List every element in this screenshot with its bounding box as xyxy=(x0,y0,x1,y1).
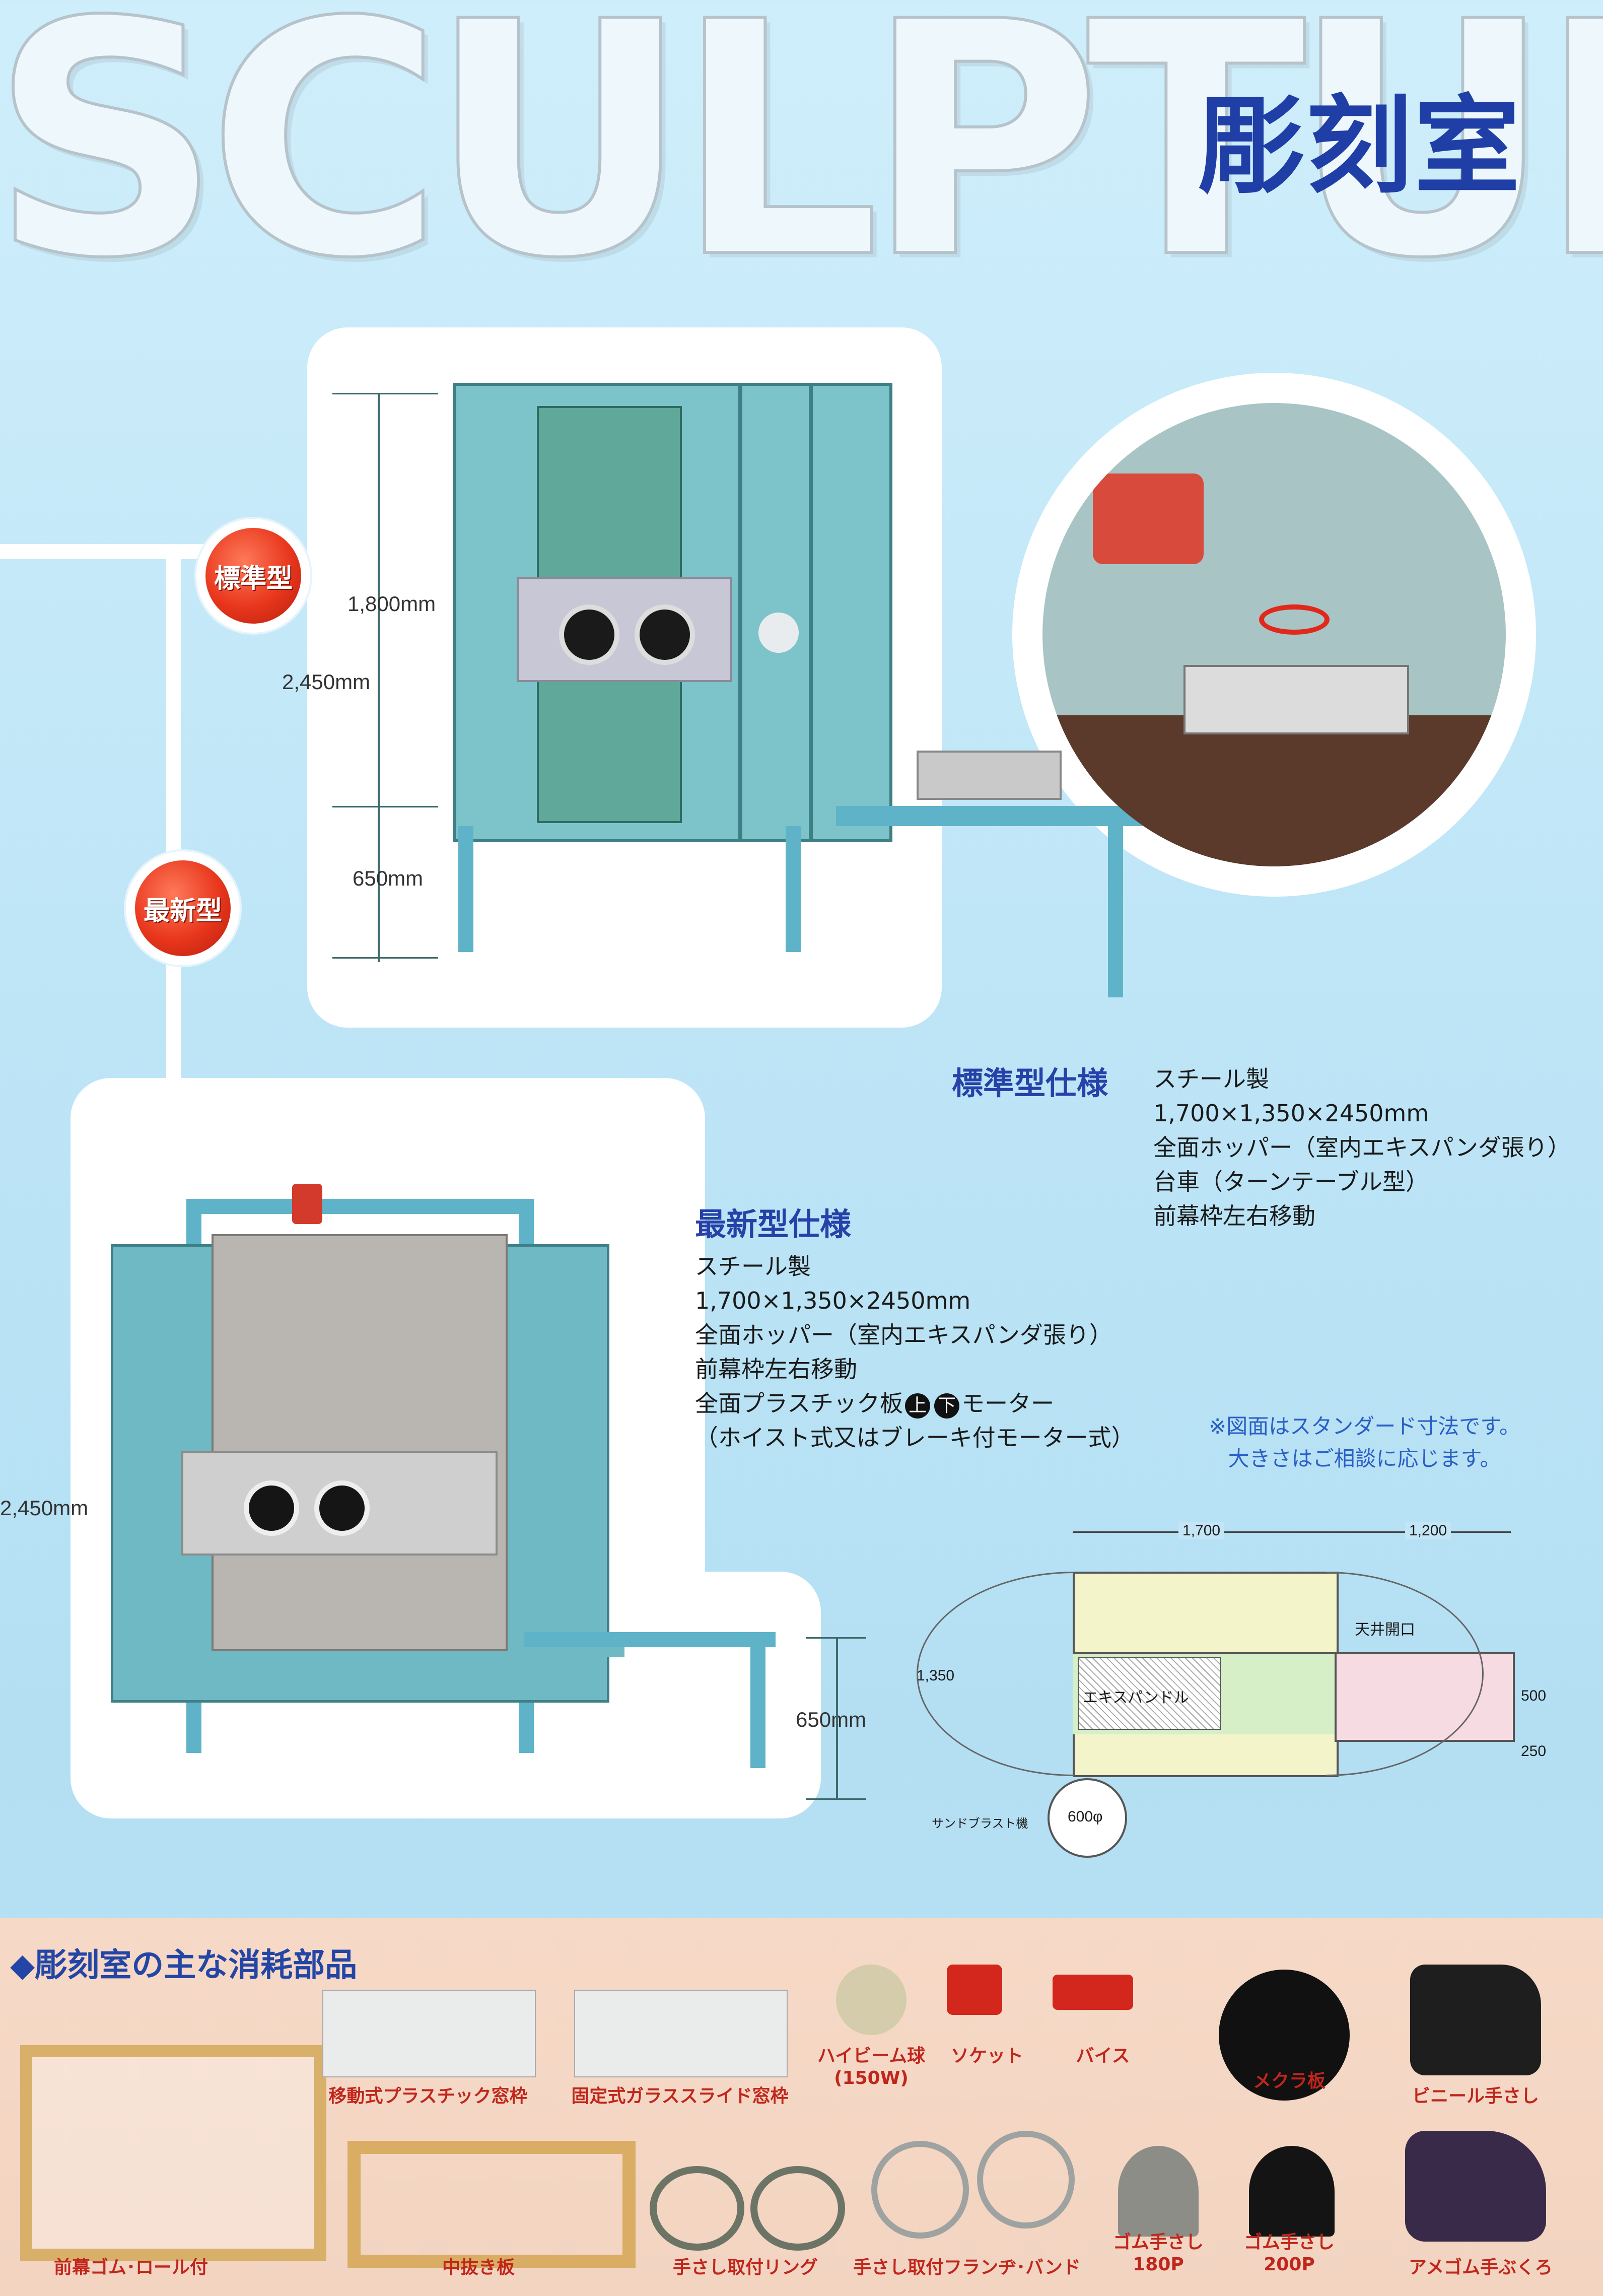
hero-title: SCULPTURE BOX xyxy=(0,0,1603,312)
rubber-sleeve-icon xyxy=(1118,2146,1199,2237)
standard-legs xyxy=(458,826,473,952)
spec-line: スチール製 xyxy=(695,1253,811,1280)
floor-plan-schematic: 1,700 1,200 1,350 500 250 天井開口 エキスパンドル 6… xyxy=(917,1516,1551,1869)
bulb-icon xyxy=(836,1965,907,2035)
up-mark: 上 xyxy=(905,1393,931,1419)
hoist-icon xyxy=(292,1184,322,1224)
part-label: アメゴム手ぶくろ xyxy=(1408,2257,1553,2278)
dim-depth: 1,350 xyxy=(917,1667,955,1684)
part-label: ハイビーム球 (150W) xyxy=(817,2046,926,2088)
glove-port-left xyxy=(244,1480,299,1536)
dim-width-cart: 1,200 xyxy=(1405,1522,1451,1539)
rotate-arrow-icon xyxy=(1259,604,1330,635)
ring-icon xyxy=(650,2166,744,2251)
dim-newest-legs: 650mm xyxy=(796,1708,867,1731)
glove-panel xyxy=(517,577,732,682)
glove-port-left xyxy=(559,604,619,665)
dim-cart-a: 500 xyxy=(1521,1687,1547,1704)
ceiling-opening-label: 天井開口 xyxy=(1355,1622,1415,1638)
sandblast-circle xyxy=(1048,1778,1127,1858)
down-mark: 下 xyxy=(934,1393,960,1419)
expanded-metal-label: エキスパンドル xyxy=(1083,1690,1189,1706)
part-label: ゴム手さし 180P xyxy=(1112,2232,1204,2275)
zoom-interior xyxy=(1042,403,1506,866)
newest-model-badge: 最新型 xyxy=(126,851,240,965)
standard-cabinet xyxy=(453,383,892,842)
standard-model-badge: 標準型 xyxy=(196,519,310,633)
part-label: バイス xyxy=(1076,2046,1130,2066)
vinyl-sleeve-icon xyxy=(1410,1965,1541,2075)
standard-spec-heading: 標準型仕様 xyxy=(952,1065,1108,1102)
flange-icon xyxy=(977,2131,1075,2229)
spec-line: 前幕枠左右移動 xyxy=(695,1356,857,1383)
spec-line: 全面ホッパー（室内エキスパンダ張り） xyxy=(1153,1134,1571,1161)
sandblast-label: サンドブラスト機 xyxy=(932,1817,1028,1831)
newest-cabinet xyxy=(111,1184,624,1753)
note-line: ※図面はスタンダード寸法です。 xyxy=(1209,1414,1520,1439)
part-image xyxy=(574,1990,788,2077)
part-label: ゴム手さし 200P xyxy=(1243,2232,1335,2275)
part-label: メクラ板 xyxy=(1252,2071,1326,2091)
ring-icon xyxy=(750,2166,845,2251)
note-line: 大きさはご相談に応じます。 xyxy=(1228,1446,1501,1471)
spec-line: 1,700×1,350×2450mm xyxy=(1153,1100,1429,1127)
connector-line xyxy=(0,544,232,559)
vise-icon xyxy=(1053,1975,1133,2010)
spec-line: 台車（ターンテーブル型） xyxy=(1153,1168,1429,1195)
part-label: 前幕ゴム･ロール付 xyxy=(53,2257,208,2278)
viewport-circle xyxy=(758,613,799,653)
turntable xyxy=(917,751,1062,800)
part-label: 移動式プラスチック窓枠 xyxy=(328,2086,528,2107)
part-label: 中抜き板 xyxy=(442,2257,515,2278)
standard-spec-list: スチール製 1,700×1,350×2450mm 全面ホッパー（室内エキスパンダ… xyxy=(1153,1062,1571,1233)
part-label: 手さし取付フランヂ･バンド xyxy=(853,2257,1081,2278)
dim-newest-total: 2,450mm xyxy=(0,1496,89,1520)
newest-spec-heading: 最新型仕様 xyxy=(695,1206,852,1243)
socket-icon xyxy=(947,1965,1002,2015)
rubber-sleeve-icon xyxy=(1249,2146,1335,2237)
part-label: 固定式ガラススライド窓枠 xyxy=(571,2086,789,2107)
part-image xyxy=(347,2141,636,2268)
part-label: ソケット xyxy=(950,2046,1023,2066)
newest-spec-list: スチール製 1,700×1,350×2450mm 全面ホッパー（室内エキスパンダ… xyxy=(695,1249,1135,1455)
flange-icon xyxy=(871,2141,969,2239)
part-label: ビニール手さし xyxy=(1412,2086,1539,2107)
spec-line-plate: 全面プラスチック板上下モーター xyxy=(695,1386,1135,1421)
dim-standard-legs: 650mm xyxy=(353,866,424,890)
spec-line: スチール製 xyxy=(1153,1065,1269,1093)
spec-line: （ホイスト式又はブレーキ付モーター式） xyxy=(695,1424,1135,1451)
dim-width-main: 1,700 xyxy=(1178,1522,1225,1539)
glove-port-right xyxy=(314,1480,370,1536)
part-label: 手さし取付リング xyxy=(672,2257,818,2278)
spec-line: 前幕枠左右移動 xyxy=(1153,1202,1315,1230)
glove-icon xyxy=(1405,2131,1546,2242)
page-title: 彫刻室 xyxy=(1199,85,1522,208)
dim-cart-b: 250 xyxy=(1521,1743,1547,1760)
part-image xyxy=(322,1990,536,2077)
spec-plate-prefix: 全面プラスチック板 xyxy=(695,1390,903,1417)
glove-port-right xyxy=(635,604,695,665)
spec-plate-suffix: モーター xyxy=(961,1390,1055,1417)
connector-line xyxy=(166,544,181,1123)
sandblast-size: 600φ xyxy=(1068,1808,1103,1825)
drawing-note: ※図面はスタンダード寸法です。 大きさはご相談に応じます。 xyxy=(1209,1410,1520,1475)
blind-plate-icon xyxy=(1219,1970,1350,2101)
parts-title: ◆彫刻室の主な消耗部品 xyxy=(10,1947,358,1984)
part-image xyxy=(20,2045,326,2261)
dim-standard-upper: 1,800mm xyxy=(347,592,436,616)
glove-panel xyxy=(181,1451,498,1556)
cart-rail xyxy=(524,1632,776,1647)
expanded-metal-area xyxy=(1078,1657,1221,1730)
spec-line: 1,700×1,350×2450mm xyxy=(695,1287,971,1314)
spec-line: 全面ホッパー（室内エキスパンダ張り） xyxy=(695,1321,1112,1348)
dim-standard-total: 2,450mm xyxy=(282,670,371,694)
